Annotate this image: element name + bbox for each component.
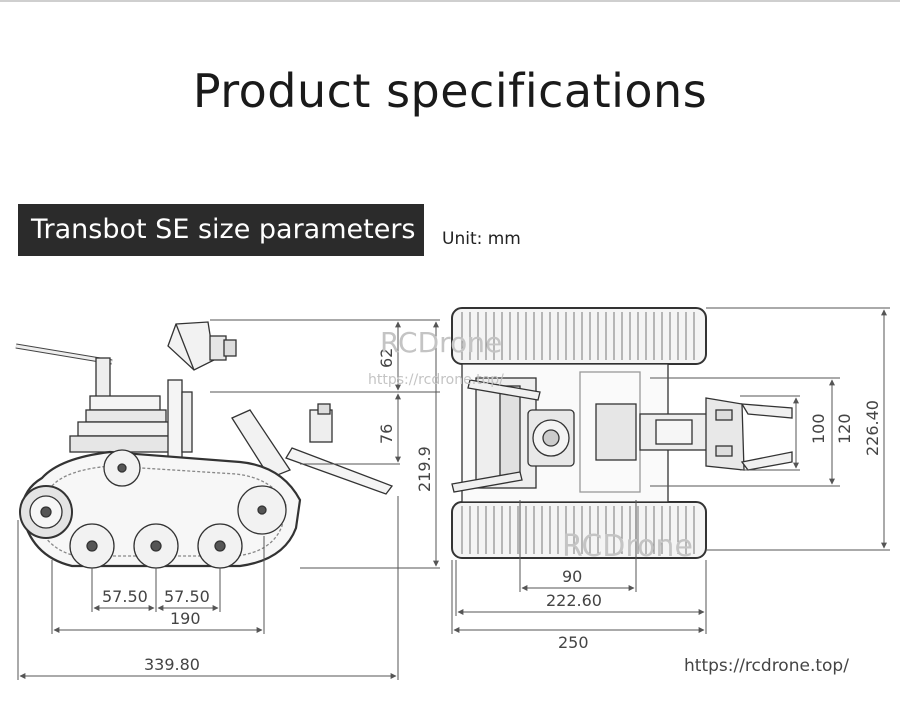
dim-wheel-spacing-right: 57.50 [164, 587, 210, 606]
dim-wheel-spacing-left: 57.50 [102, 587, 148, 606]
page-title: Product specifications [192, 64, 708, 118]
footer-url: https://rcdrone.top/ [684, 656, 849, 676]
dim-center-span: 90 [562, 567, 582, 586]
watermark-brand-bottom: RCDrone [562, 529, 693, 564]
top-view-robot [451, 307, 793, 559]
watermark-url: https://rcdrone.top/ [368, 372, 504, 388]
dim-mid-height: 120 [835, 413, 854, 444]
dim-overall-length-top: 250 [558, 633, 589, 652]
watermark-brand-top: RCDrone [380, 326, 502, 359]
unit-label: Unit: mm [442, 229, 521, 249]
dim-overall-length-side: 339.80 [144, 655, 200, 674]
section-label: Transbot SE size parameters [18, 204, 424, 256]
dim-inner-height: 100 [809, 413, 828, 444]
top-view-dimension-lines [451, 307, 890, 634]
side-view-dimension-lines [17, 319, 440, 680]
dim-track-span: 222.60 [546, 591, 602, 610]
dim-wheelbase: 190 [170, 609, 201, 628]
dim-arm-height: 76 [377, 424, 396, 444]
top-divider [0, 0, 900, 2]
side-view-robot [15, 321, 394, 569]
dim-body-height: 219.9 [415, 446, 434, 492]
dim-overall-width: 226.40 [863, 400, 882, 456]
dim-head-height: 62 [377, 348, 396, 368]
